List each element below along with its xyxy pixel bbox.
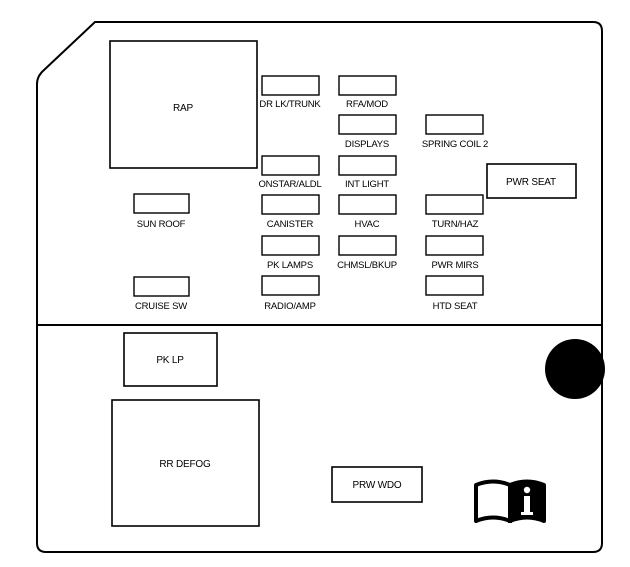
rap-label: RAP [173, 103, 193, 114]
prw-wdo-relay [331, 466, 423, 503]
spring-coil-2-label: SPRING COIL 2 [422, 139, 488, 150]
pk-lamps-label: PK LAMPS [267, 260, 313, 271]
rr-defog-relay [111, 399, 260, 527]
pk-lamps-fuse [261, 235, 320, 256]
cruise-sw-fuse [133, 276, 190, 297]
pwr-mirs-label: PWR MIRS [432, 260, 479, 271]
rr-defog-label: RR DEFOG [159, 459, 211, 470]
dr-lk-trunk-fuse [261, 75, 320, 96]
pk-lp-label: PK LP [156, 355, 184, 366]
sun-roof-label: SUN ROOF [137, 219, 186, 230]
int-light-label: INT LIGHT [345, 179, 389, 190]
displays-fuse [338, 114, 397, 135]
hvac-fuse [338, 194, 397, 215]
displays-label: DISPLAYS [345, 139, 389, 150]
turn-haz-label: TURN/HAZ [432, 219, 479, 230]
sun-roof-fuse [133, 193, 190, 214]
radio-amp-fuse [261, 275, 320, 296]
pwr-seat-relay [486, 163, 577, 199]
prw-wdo-label: PRW WDO [353, 480, 402, 491]
canister-label: CANISTER [267, 219, 314, 230]
rfa-mod-label: RFA/MOD [346, 99, 388, 110]
hvac-label: HVAC [355, 219, 380, 230]
pwr-mirs-fuse [425, 235, 484, 256]
rfa-mod-fuse [338, 75, 397, 96]
turn-haz-fuse [425, 194, 484, 215]
owner-manual-info-icon [474, 479, 546, 523]
mounting-hole-dot [545, 339, 605, 399]
chmsl-bkup-label: CHMSL/BKUP [337, 260, 397, 271]
pwr-seat-label: PWR SEAT [506, 177, 556, 188]
pk-lp-relay [123, 332, 218, 387]
onstar-aldl-fuse [261, 155, 320, 176]
int-light-fuse [338, 155, 397, 176]
dr-lk-trunk-label: DR LK/TRUNK [259, 99, 321, 110]
canister-fuse [261, 194, 320, 215]
rap-relay [109, 40, 258, 169]
radio-amp-label: RADIO/AMP [264, 301, 316, 312]
chmsl-bkup-fuse [338, 235, 397, 256]
htd-seat-fuse [425, 275, 484, 296]
onstar-aldl-label: ONSTAR/ALDL [258, 179, 321, 190]
htd-seat-label: HTD SEAT [433, 301, 478, 312]
spring-coil-2-fuse [425, 114, 484, 135]
cruise-sw-label: CRUISE SW [135, 301, 187, 312]
